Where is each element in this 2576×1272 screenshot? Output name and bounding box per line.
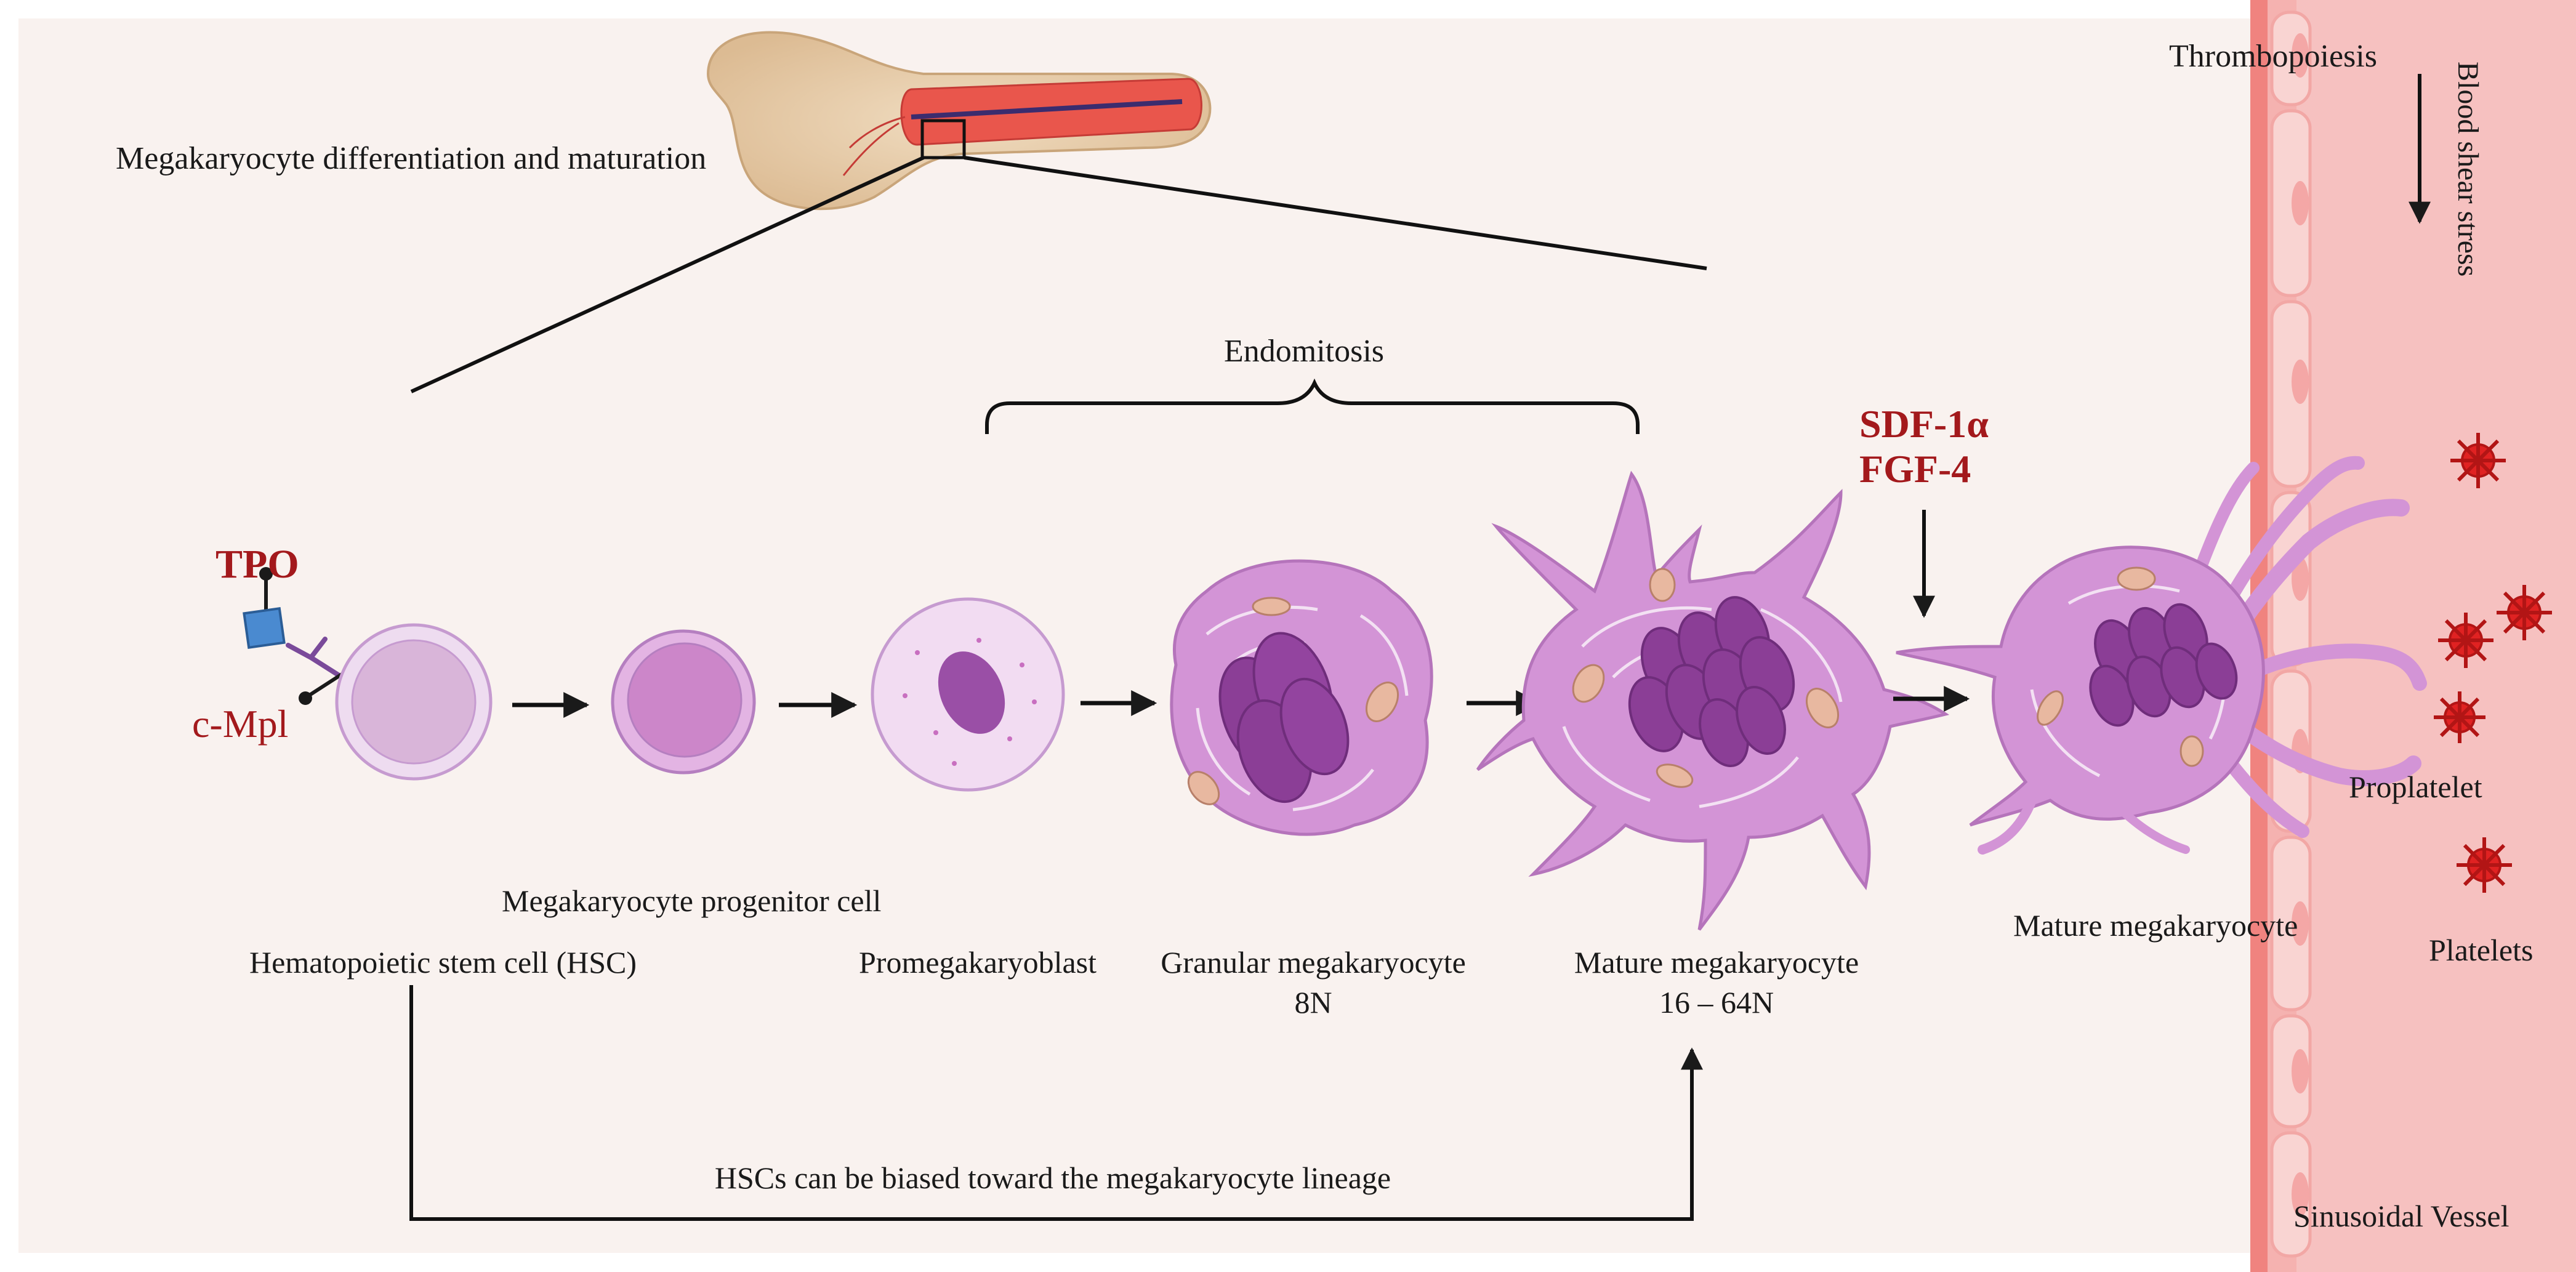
zoom-box	[920, 119, 966, 159]
ploidy-label-granular: 8N	[1294, 985, 1332, 1020]
background-panel	[18, 18, 2296, 1253]
granular-megakaryocyte-cell	[1170, 559, 1433, 836]
endomitosis-label: Endomitosis	[1224, 334, 1384, 369]
ploidy-label-mature: 16 – 64N	[1659, 985, 1774, 1020]
stage-label-mature: Mature megakaryocyte	[1574, 945, 1859, 980]
hsc-cell	[335, 623, 493, 781]
hsc-bias-pathway	[409, 985, 1703, 1221]
sinusoidal-vessel-label: Sinusoidal Vessel	[2293, 1199, 2510, 1233]
mature-megakaryocyte-cell	[1476, 470, 1950, 931]
thrombopoiesis-label: Thrombopoiesis	[2169, 39, 2377, 74]
stage-label-progenitor: Megakaryocyte progenitor cell	[502, 884, 881, 918]
c-mpl-label: c-Mpl	[192, 702, 288, 746]
promegakaryoblast-cell	[871, 597, 1065, 792]
proplatelet-label: Proplatelet	[2349, 770, 2482, 804]
stage-label-hsc: Hematopoietic stem cell (HSC)	[249, 945, 637, 980]
hsc-bias-label: HSCs can be biased toward the megakaryoc…	[715, 1161, 1391, 1195]
sinusoidal-vessel	[2250, 0, 2576, 1272]
proplatelet-forming-megakaryocyte	[1896, 456, 2427, 855]
stage-label-mature-proplatelet: Mature megakaryocyte	[2013, 908, 2298, 943]
fgf-label: FGF-4	[1859, 447, 1971, 491]
sdf-label: SDF-1α	[1859, 402, 1989, 446]
tpo-receptor-complex	[243, 567, 352, 705]
tpo-square-icon	[243, 606, 286, 650]
stage-label-granular: Granular megakaryocyte	[1161, 945, 1466, 980]
diagram-title: Megakaryocyte differentiation and matura…	[116, 141, 706, 176]
platelets-group	[2434, 433, 2552, 893]
endomitosis-bracket	[985, 378, 1640, 434]
platelets-label: Platelets	[2429, 933, 2533, 967]
stage-label-promegakaryoblast: Promegakaryoblast	[859, 945, 1097, 980]
progenitor-cell	[611, 629, 756, 775]
tpo-label: TPO	[215, 542, 299, 587]
femur-bone-illustration	[410, 31, 1707, 393]
blood-shear-stress-label: Blood shear stress	[2452, 62, 2484, 276]
